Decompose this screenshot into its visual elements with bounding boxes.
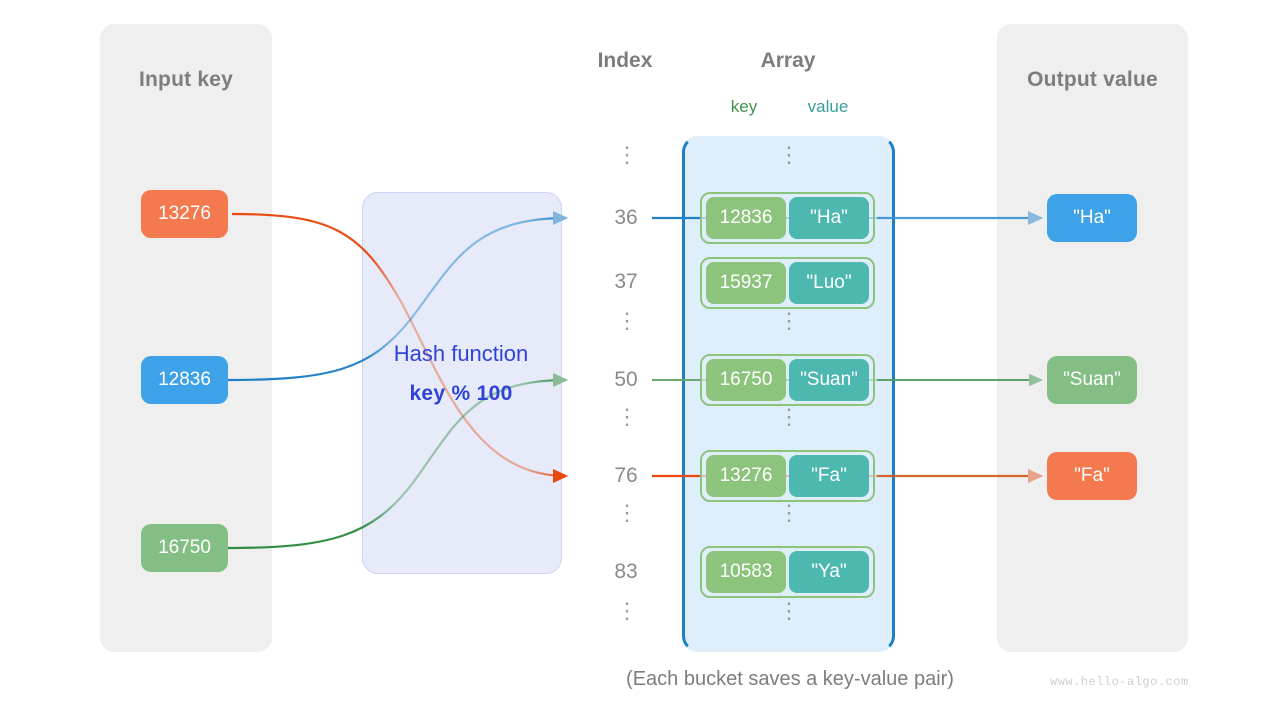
bucket-value: "Luo" <box>789 262 869 304</box>
index-ellipsis-icon: ⋮ <box>616 404 638 429</box>
diagram-caption: (Each bucket saves a key-value pair) <box>626 668 954 690</box>
array-ellipsis-icon: ⋮ <box>778 404 800 429</box>
key-subheading: key <box>730 97 758 116</box>
array-ellipsis-icon: ⋮ <box>778 500 800 525</box>
input-key-label: 13276 <box>158 203 211 224</box>
bucket-value: "Fa" <box>789 455 869 497</box>
bucket-row-37[interactable]: 15937 "Luo" <box>700 257 875 309</box>
bucket-row-83[interactable]: 10583 "Ya" <box>700 546 875 598</box>
index-ellipsis-icon: ⋮ <box>616 308 638 333</box>
hash-function-box <box>362 192 562 574</box>
input-key-label: 16750 <box>158 537 211 558</box>
array-ellipsis-icon: ⋮ <box>778 142 800 167</box>
input-key-chip-12836[interactable]: 12836 <box>141 356 228 404</box>
input-key-label: 12836 <box>158 369 211 390</box>
bucket-row-36[interactable]: 12836 "Ha" <box>700 192 875 244</box>
bucket-value: "Ya" <box>789 551 869 593</box>
bucket-row-76[interactable]: 13276 "Fa" <box>700 450 875 502</box>
output-value-panel: Output value <box>997 24 1188 652</box>
bucket-key: 16750 <box>706 359 786 401</box>
bucket-key: 12836 <box>706 197 786 239</box>
index-ellipsis-icon: ⋮ <box>616 500 638 525</box>
output-value-chip-ha[interactable]: "Ha" <box>1047 194 1137 242</box>
output-value-label: "Ha" <box>1073 207 1111 228</box>
index-ellipsis-icon: ⋮ <box>616 598 638 623</box>
output-panel-title: Output value <box>1027 68 1158 91</box>
index-label-50: 50 <box>614 368 638 391</box>
index-ellipsis-icon: ⋮ <box>616 142 638 167</box>
output-value-label: "Suan" <box>1063 369 1121 390</box>
value-subheading: value <box>807 97 849 116</box>
input-key-chip-13276[interactable]: 13276 <box>141 190 228 238</box>
index-label-76: 76 <box>614 464 638 487</box>
input-key-chip-16750[interactable]: 16750 <box>141 524 228 572</box>
output-value-label: "Fa" <box>1074 465 1110 486</box>
index-column-heading: Index <box>597 49 653 72</box>
index-label-36: 36 <box>614 206 638 229</box>
output-value-chip-fa[interactable]: "Fa" <box>1047 452 1137 500</box>
index-label-83: 83 <box>614 560 638 583</box>
array-ellipsis-icon: ⋮ <box>778 598 800 623</box>
array-ellipsis-icon: ⋮ <box>778 308 800 333</box>
bucket-key: 10583 <box>706 551 786 593</box>
bucket-row-50[interactable]: 16750 "Suan" <box>700 354 875 406</box>
bucket-value: "Ha" <box>789 197 869 239</box>
watermark: www.hello-algo.com <box>1050 675 1189 689</box>
bucket-value: "Suan" <box>789 359 869 401</box>
input-panel-title: Input key <box>139 68 233 91</box>
bucket-key: 13276 <box>706 455 786 497</box>
bucket-key: 15937 <box>706 262 786 304</box>
output-value-chip-suan[interactable]: "Suan" <box>1047 356 1137 404</box>
array-column-heading: Array <box>760 49 816 72</box>
index-label-37: 37 <box>614 270 638 293</box>
